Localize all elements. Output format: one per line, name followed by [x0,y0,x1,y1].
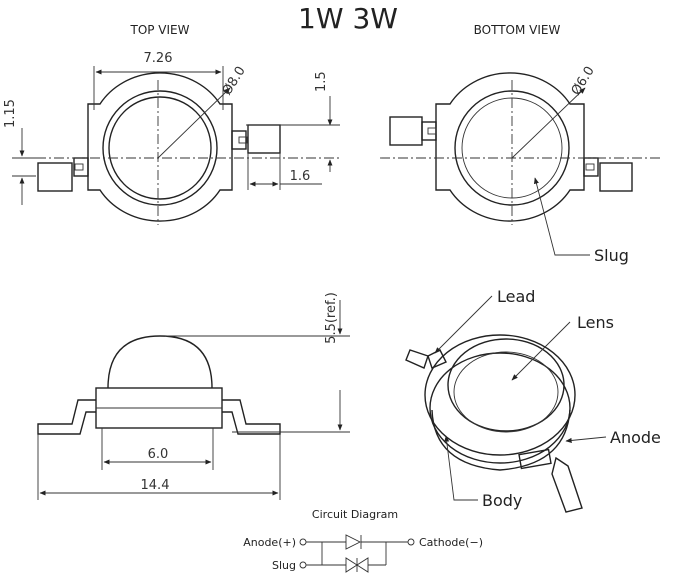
diagram-title: 1W 3W [298,2,398,35]
dim-total-width: 14.4 [141,478,170,493]
circuit-cathode-label: Cathode(−) [419,536,483,549]
label-anode: Anode [610,428,661,447]
bottom-view [380,72,660,256]
led-diode-symbol [345,534,362,550]
circuit-anode-label: Anode(+) [243,536,296,549]
dim-left-offset: 1.15 [3,99,18,128]
label-slug: Slug [594,246,629,265]
zener-diode-symbol [356,557,369,573]
circuit-title: Circuit Diagram [312,508,398,521]
label-body: Body [482,491,522,510]
dim-height-ref: 5.5(ref.) [324,292,339,344]
dim-lens-diameter: Ø8.0 [220,64,249,98]
cathode-terminal [407,538,415,546]
circuit-diagram [299,534,415,573]
dim-width-top: 7.26 [144,51,173,66]
top-view [12,66,340,225]
label-lead: Lead [497,287,535,306]
circuit-slug-label: Slug [272,559,296,572]
dim-lead-width: 1.6 [290,169,311,184]
label-lens: Lens [577,313,614,332]
side-view [37,300,350,500]
bottom-view-heading: BOTTOM VIEW [474,23,561,37]
dim-body-width: 6.0 [148,447,169,462]
anode-terminal [299,538,307,546]
slug-terminal [299,561,307,569]
top-view-heading: TOP VIEW [129,23,189,37]
isometric-view [405,295,607,513]
dim-slug-diameter: Ø6.0 [569,64,598,98]
dim-height-right: 1.5 [314,71,329,92]
